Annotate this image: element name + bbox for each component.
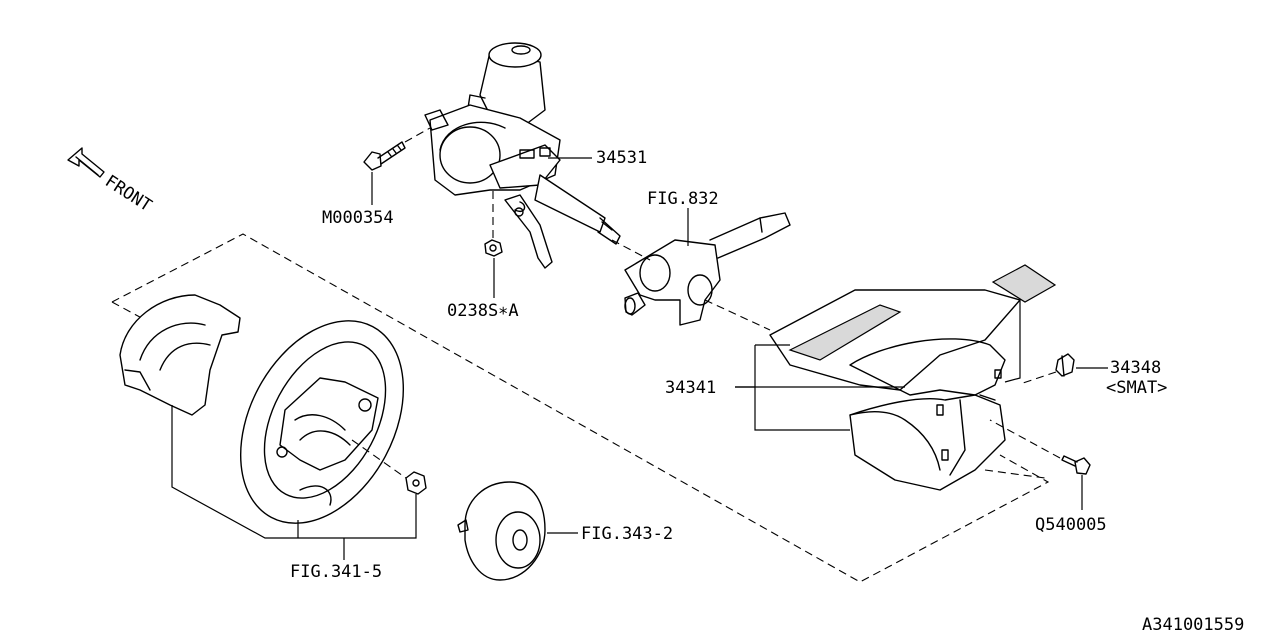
label-smat: <SMAT>	[1106, 378, 1167, 398]
label-0238s: 0238S∗A	[447, 301, 519, 321]
front-label: FRONT	[101, 171, 155, 216]
clip-34348	[1055, 353, 1075, 377]
bolt-m000354	[363, 141, 406, 171]
steering-column	[424, 42, 621, 269]
diagram-id: A341001559	[1142, 615, 1244, 635]
label-m000354: M000354	[322, 208, 394, 228]
label-fig343-2: FIG.343-2	[581, 524, 673, 544]
label-34341: 34341	[665, 378, 716, 398]
label-fig832: FIG.832	[647, 189, 719, 209]
column-cover	[769, 289, 1021, 491]
wheel-nut	[405, 471, 427, 495]
front-arrow-icon	[67, 147, 105, 178]
cover-panel	[991, 264, 1057, 303]
label-q540005: Q540005	[1035, 515, 1107, 535]
airbag-module	[457, 481, 546, 581]
wheel-rear-cover	[119, 294, 241, 416]
label-fig341-5: FIG.341-5	[290, 562, 382, 582]
nut-0238s	[484, 239, 503, 257]
steering-wheel	[239, 320, 405, 524]
label-34348: 34348	[1110, 358, 1161, 378]
combination-switch	[624, 212, 791, 326]
screw-q540005	[1061, 455, 1091, 475]
label-34531: 34531	[596, 148, 647, 168]
